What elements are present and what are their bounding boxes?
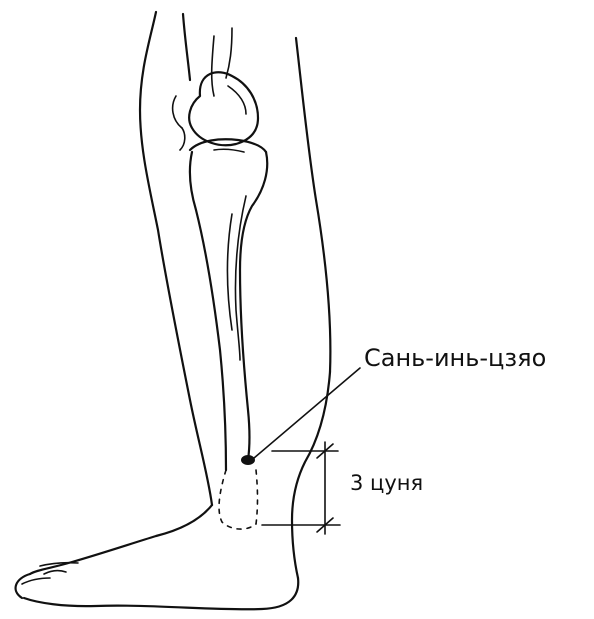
- distance-dimension: [262, 442, 340, 534]
- distance-label: 3 цуня: [350, 471, 423, 495]
- leader-line: [254, 368, 360, 458]
- shin-bones: [190, 152, 267, 529]
- acupoint-marker: [241, 455, 255, 465]
- point-label: Сань-инь-цзяо: [364, 344, 546, 372]
